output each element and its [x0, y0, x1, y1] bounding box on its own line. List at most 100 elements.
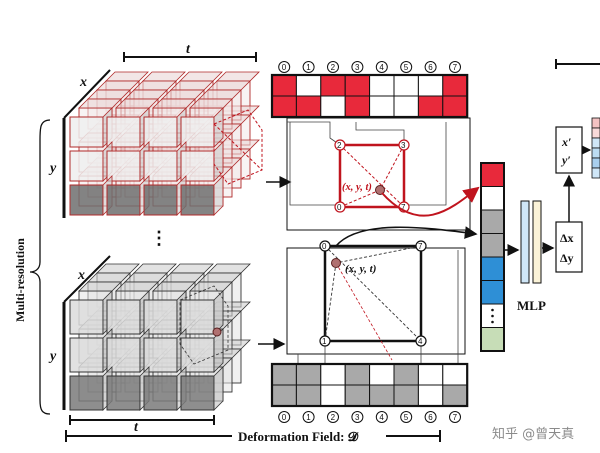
hash-index-circle: [351, 411, 364, 423]
t-label-top: t: [186, 42, 191, 57]
top-corner-tl: 2: [337, 141, 342, 150]
hash-index-circle: [302, 411, 315, 423]
vertical-ellipsis: ⋮: [150, 228, 168, 248]
hash-cell: [271, 363, 297, 386]
bottom-corner-br: 4: [418, 337, 423, 346]
hash-cell: [442, 74, 468, 97]
hash-cell: [369, 363, 395, 386]
hash-index-circle: [375, 61, 388, 73]
hash-cell: [344, 384, 371, 407]
top-corner-br: 7: [401, 203, 406, 212]
top-grid-volume: t x y: [48, 42, 263, 218]
hash-cell: [393, 384, 419, 407]
grid-cell-front: [143, 337, 178, 373]
hash-cell: [344, 95, 371, 118]
hash-cell: [417, 384, 444, 407]
hash-index-label: 4: [379, 413, 384, 422]
hash-cell: [442, 384, 468, 407]
top-corner-bl: 0: [337, 203, 342, 212]
grid-cell-front: [143, 375, 178, 411]
delta-x-label: Δx: [560, 231, 574, 245]
hash-cell: [369, 384, 395, 407]
feature-cell: [480, 256, 505, 281]
grid-cell-front: [69, 299, 104, 335]
multi-resolution-brace: [29, 119, 51, 415]
hash-cell: [393, 363, 419, 386]
delta-output-box: Δx Δy: [555, 221, 583, 273]
hash-cell: [271, 95, 297, 118]
feature-cell: [480, 186, 505, 211]
mlp-label: MLP: [517, 298, 546, 313]
hash-index-label: 3: [355, 63, 360, 72]
mlp-block: MLP: [517, 200, 546, 313]
hash-index-label: 7: [453, 413, 458, 422]
bottom-interp-frame: [286, 247, 466, 355]
hash-index-label: 4: [379, 63, 384, 72]
top-interp-panel: 2 3 0 7 (x, y, t): [286, 117, 471, 231]
feature-cell: [480, 233, 505, 258]
grid-cell-front: [69, 184, 104, 216]
grid-cell-front: [180, 150, 215, 182]
hash-index-circle: [351, 61, 364, 73]
grid-cell-front: [106, 116, 141, 148]
feature-cell: [480, 162, 505, 187]
hash-cell: [320, 384, 346, 407]
hash-cell: [369, 95, 395, 118]
hash-cell: [295, 95, 322, 118]
bottom-voxel-square: [323, 244, 423, 343]
y-label-top: y: [48, 161, 57, 176]
hash-index-label: 1: [306, 413, 311, 422]
hash-cell: [320, 74, 346, 97]
arrow-bottom-to-features: [335, 226, 478, 247]
hash-cell: [271, 384, 297, 407]
hash-index-label: 0: [282, 413, 287, 422]
top-voxel-square: [338, 143, 406, 209]
grid-cell-front: [69, 150, 104, 182]
hash-cell: [442, 363, 468, 386]
hash-index-label: 6: [428, 63, 433, 72]
hash-index-label: 1: [306, 63, 311, 72]
hash-index-circle: [375, 411, 388, 423]
hash-cell: [442, 95, 468, 118]
hash-index-circle: [278, 411, 291, 423]
grid-cell-front: [106, 375, 141, 411]
hash-index-circle: [278, 61, 291, 73]
hash-cell: [393, 95, 419, 118]
hash-index-label: 0: [282, 63, 287, 72]
hash-cell: [320, 95, 346, 118]
hash-index-label: 7: [453, 63, 458, 72]
feature-cell: [480, 280, 505, 305]
bottom-query-point: [331, 258, 341, 268]
x-label-top: x: [79, 75, 87, 90]
bottom-interp-panel: 0 7 1 4 (x, y, t): [286, 240, 466, 384]
grid-cell-front: [180, 375, 215, 411]
top-query-label: (x, y, t): [342, 182, 372, 193]
grid-cell-front: [69, 337, 104, 373]
feature-vector: [480, 162, 505, 352]
bottom-grid-query-point: [212, 327, 222, 337]
hash-index-circle: [327, 411, 339, 423]
hash-index-label: 5: [404, 413, 409, 422]
hash-cell: [295, 363, 322, 386]
x-label-bottom: x: [77, 268, 85, 283]
hash-cell: [393, 74, 419, 97]
hash-index-circle: [400, 61, 413, 73]
hash-index-label: 6: [428, 413, 433, 422]
grid-cell-front: [106, 150, 141, 182]
grid-cell-front: [106, 337, 141, 373]
hash-index-circle: [424, 411, 437, 423]
bottom-hash-table-cells: [270, 362, 469, 408]
t-label-bottom: t: [134, 420, 139, 435]
hash-cell: [320, 363, 346, 386]
deformation-field-label: Deformation Field: 𝓓: [238, 429, 359, 444]
hash-cell: [295, 384, 322, 407]
mlp-layer-1: [520, 200, 530, 284]
grid-cell-front: [69, 116, 104, 148]
bottom-grid-front-cells: [69, 290, 224, 411]
watermark-text: 知乎 @曾天真: [492, 426, 574, 442]
arrow-top-to-features: [381, 186, 480, 217]
hash-cell: [417, 95, 444, 118]
top-interp-frame: [286, 117, 471, 231]
